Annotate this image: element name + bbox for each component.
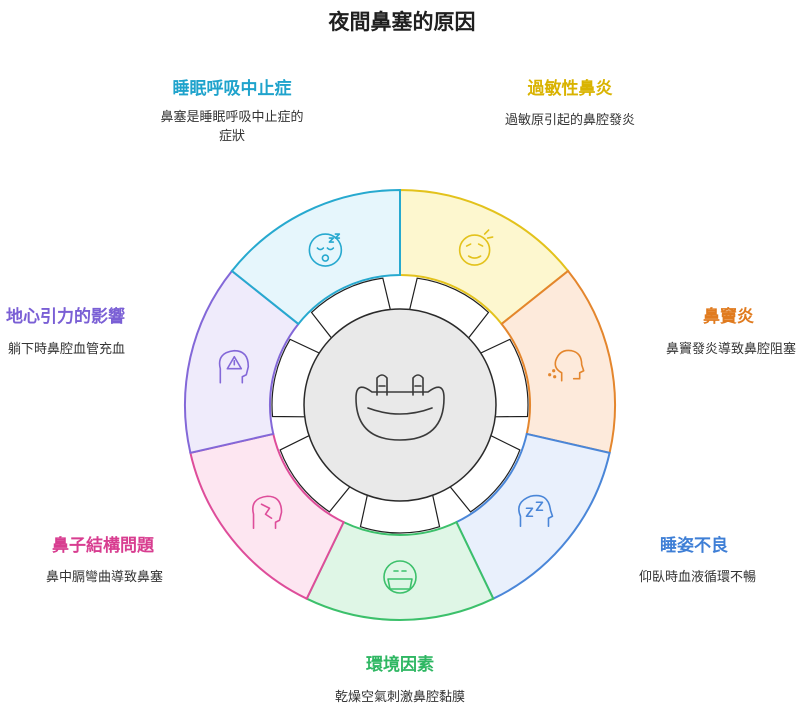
- desc-apnea-text: 鼻塞是睡眠呼吸中止症的症狀: [160, 110, 304, 144]
- label-sinusitis: 鼻竇炎: [703, 307, 754, 327]
- center-circle: [303, 308, 497, 502]
- label-posture: 睡姿不良: [660, 536, 728, 556]
- sleeping-face-icon: [308, 233, 343, 267]
- head-alert-icon: [218, 349, 250, 384]
- desc-gravity: 躺下時鼻腔血管充血: [8, 342, 126, 357]
- desc-posture: 仰臥時血液循環不暢: [638, 570, 756, 585]
- label-environment: 環境因素: [366, 655, 434, 675]
- label-gravity: 地心引力的影響: [6, 307, 125, 327]
- desc-sinusitis: 鼻竇發炎導致鼻腔阻塞: [665, 342, 796, 357]
- label-allergy: 過敏性鼻炎: [527, 79, 613, 99]
- sneezing-face-icon: [458, 229, 494, 266]
- nose-inflammation-icon: [548, 349, 585, 382]
- desc-structure: 鼻中膈彎曲導致鼻塞: [46, 570, 164, 585]
- segment-apnea: [230, 188, 401, 326]
- desc-allergy: 過敏原引起的鼻腔發炎: [504, 113, 635, 128]
- stuffy-nose-icon: [355, 374, 445, 441]
- diagram-title: 夜間鼻塞的原因: [328, 10, 476, 34]
- head-structure-icon: [252, 495, 283, 530]
- sleep-head-icon: [518, 494, 554, 528]
- label-apnea: 睡眠呼吸中止症: [172, 79, 292, 99]
- masked-face-icon: [383, 560, 417, 594]
- desc-environment: 乾燥空氣刺激鼻腔黏膜: [334, 690, 465, 705]
- desc-apnea: 鼻塞是睡眠呼吸中止症的症狀: [157, 108, 307, 146]
- label-structure: 鼻子結構問題: [52, 536, 154, 556]
